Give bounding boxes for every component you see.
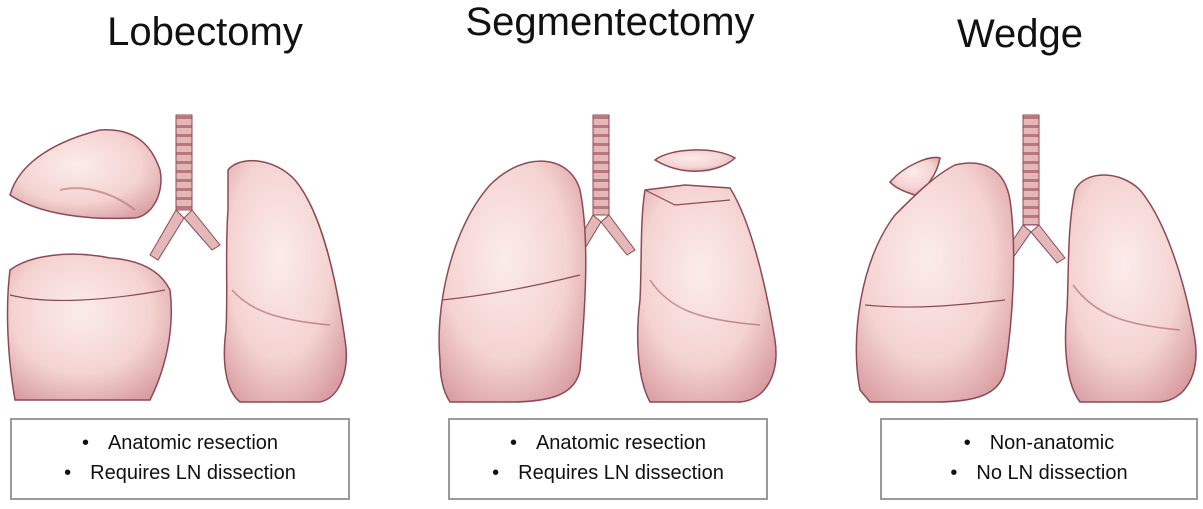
bullet-glyph: •	[510, 428, 536, 458]
bullet-glyph: •	[950, 458, 976, 488]
feature-text: Anatomic resection	[536, 432, 706, 454]
feature-item: •Anatomic resection	[450, 428, 766, 458]
lobectomy-features-box: •Anatomic resection •Requires LN dissect…	[10, 418, 350, 500]
feature-text: Non-anatomic	[990, 432, 1115, 454]
bullet-glyph: •	[64, 458, 90, 488]
wedge-lung-illustration	[845, 110, 1200, 405]
bullet-glyph: •	[492, 458, 518, 488]
feature-item: •Non-anatomic	[882, 428, 1196, 458]
bullet-glyph: •	[82, 428, 108, 458]
feature-item: •Anatomic resection	[12, 428, 348, 458]
bullet-glyph: •	[964, 428, 990, 458]
panel-lobectomy: Lobectomy •Anatomic resection •Requires …	[0, 0, 400, 509]
feature-item: •No LN dissection	[882, 458, 1196, 488]
panel-title: Wedge	[900, 12, 1140, 57]
feature-text: No LN dissection	[976, 462, 1127, 484]
feature-item: •Requires LN dissection	[450, 458, 766, 488]
segmentectomy-features-box: •Anatomic resection •Requires LN dissect…	[448, 418, 768, 500]
panel-segmentectomy: Segmentectomy •Anatomic resection •Requi…	[420, 0, 800, 509]
feature-item: •Requires LN dissection	[12, 458, 348, 488]
lobectomy-lung-illustration	[0, 110, 400, 405]
wedge-features-box: •Non-anatomic •No LN dissection	[880, 418, 1198, 500]
feature-text: Requires LN dissection	[90, 462, 296, 484]
panel-wedge: Wedge •Non-anatomic •No LN dissection	[840, 0, 1203, 509]
feature-text: Requires LN dissection	[518, 462, 724, 484]
panel-title: Segmentectomy	[455, 0, 765, 45]
segmentectomy-lung-illustration	[430, 110, 800, 405]
feature-text: Anatomic resection	[108, 432, 278, 454]
panel-title: Lobectomy	[55, 10, 355, 55]
